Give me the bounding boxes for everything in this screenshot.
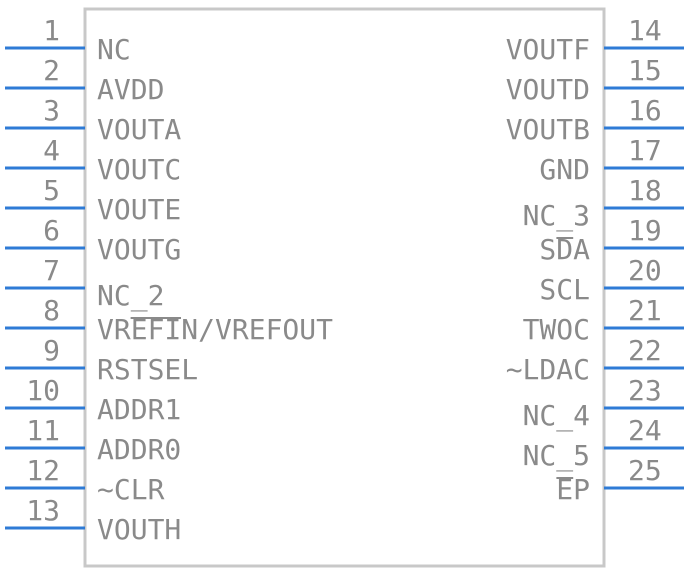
pin-1: 1NC bbox=[5, 14, 131, 66]
pin-number: 10 bbox=[26, 374, 60, 407]
right-pin-name: ~LDAC bbox=[506, 353, 590, 386]
pin-number: 20 bbox=[628, 254, 662, 287]
pin-number: 5 bbox=[43, 174, 60, 207]
right-pin-name: VOUTF bbox=[506, 33, 590, 66]
right-pin-name: NC_3 bbox=[523, 199, 590, 233]
right-pin-name: SCL bbox=[539, 273, 590, 306]
left-pin-name: ADDR0 bbox=[97, 433, 181, 466]
pin-number: 15 bbox=[628, 54, 662, 87]
right-pin-name: VOUTB bbox=[506, 113, 590, 146]
pin-number: 16 bbox=[628, 94, 662, 127]
pin-number: 17 bbox=[628, 134, 662, 167]
right-pin-name: NC_4 bbox=[523, 399, 590, 433]
left-pin-name: VOUTA bbox=[97, 113, 181, 146]
pin-number: 6 bbox=[43, 214, 60, 247]
left-pin-name: RSTSEL bbox=[97, 353, 198, 386]
pin-number: 22 bbox=[628, 334, 662, 367]
pin-number: 18 bbox=[628, 174, 662, 207]
pin-number: 4 bbox=[43, 134, 60, 167]
pin-22: 22 ~LDAC bbox=[506, 334, 684, 386]
pin-number: 13 bbox=[26, 494, 60, 527]
pin-number: 3 bbox=[43, 94, 60, 127]
left-pin-name: VOUTC bbox=[97, 153, 181, 186]
pin-number: 19 bbox=[628, 214, 662, 247]
left-pin-name: NC bbox=[97, 33, 131, 66]
left-pin-name: AVDD bbox=[97, 73, 164, 106]
component-body bbox=[83, 7, 606, 568]
pin-number: 8 bbox=[43, 294, 60, 327]
pin-number: 2 bbox=[43, 54, 60, 87]
pin-number: 21 bbox=[628, 294, 662, 327]
left-pin-name: VOUTG bbox=[97, 233, 181, 266]
pin-number: 11 bbox=[26, 414, 60, 447]
left-pin-name: VOUTH bbox=[97, 513, 181, 546]
pin-7: 7NC_2 bbox=[5, 254, 164, 313]
left-pin-name: ADDR1 bbox=[97, 393, 181, 426]
pin-number: 14 bbox=[628, 14, 662, 47]
pin-12: 12 ~CLR bbox=[5, 454, 165, 506]
right-pin-name: GND bbox=[539, 153, 590, 186]
pin-number: 7 bbox=[43, 254, 60, 287]
left-pin-name: ~CLR bbox=[97, 473, 165, 506]
pin-number: 24 bbox=[628, 414, 662, 447]
left-pin-name: VOUTE bbox=[97, 193, 181, 226]
pin-number: 1 bbox=[43, 14, 60, 47]
right-pin-name: TWOC bbox=[523, 313, 590, 346]
right-pin-name: VOUTD bbox=[506, 73, 590, 106]
right-pin-name: NC_5 bbox=[523, 439, 590, 473]
pin-number: 23 bbox=[628, 374, 662, 407]
left-pin-group: 1NC2AVDD3VOUTA4VOUTC5VOUTE6VOUTG7NC_28VR… bbox=[5, 14, 333, 546]
left-pin-name: NC_2 bbox=[97, 279, 164, 313]
pin-number: 9 bbox=[43, 334, 60, 367]
pin-number: 25 bbox=[628, 454, 662, 487]
pin-number: 12 bbox=[26, 454, 60, 487]
